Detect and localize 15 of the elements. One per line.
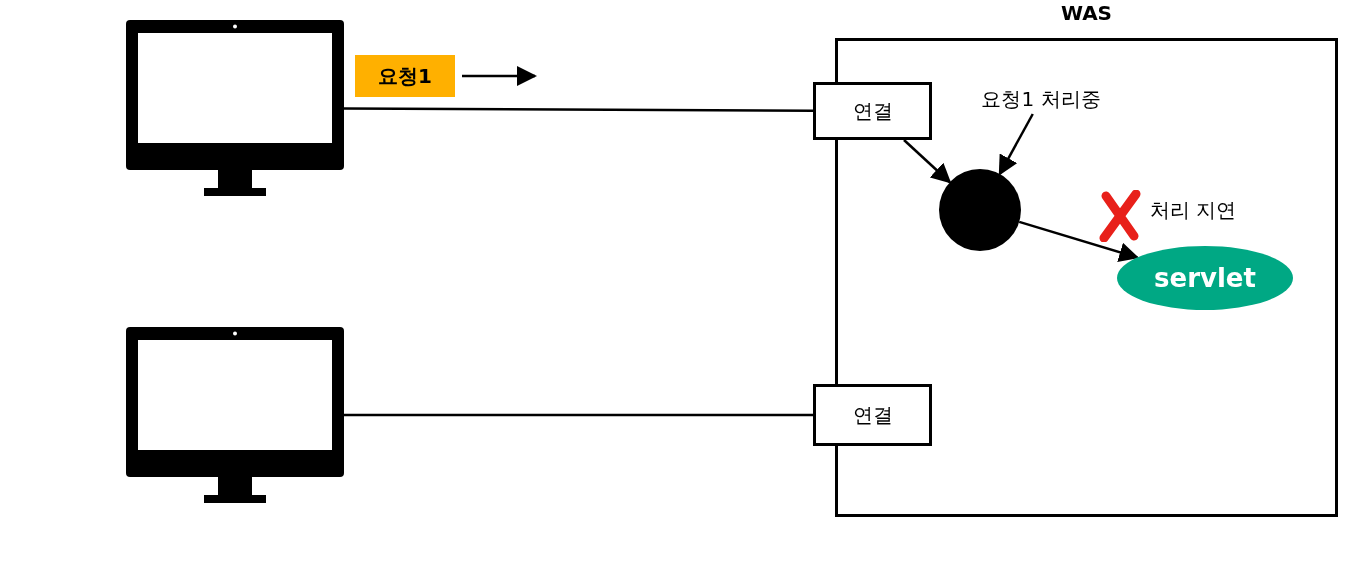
connection-box: 연결: [813, 384, 932, 446]
arrow: [998, 113, 1034, 176]
monitor-drawing: [126, 327, 344, 503]
arrow: [462, 66, 537, 86]
monitor-drawing: [126, 20, 344, 196]
annotation-text: 요청1 처리중: [968, 84, 1114, 114]
connection-box: 연결: [813, 82, 932, 140]
connector-line: [344, 107, 813, 112]
servlet-ellipse: servlet: [1117, 246, 1293, 310]
arrow: [1018, 220, 1140, 262]
arrow: [903, 139, 952, 184]
annotation-text: 처리 지연: [1150, 197, 1237, 224]
box-title: WAS: [1059, 0, 1113, 26]
connector-line: [344, 413, 813, 417]
request-tag: 요청1: [355, 55, 455, 97]
